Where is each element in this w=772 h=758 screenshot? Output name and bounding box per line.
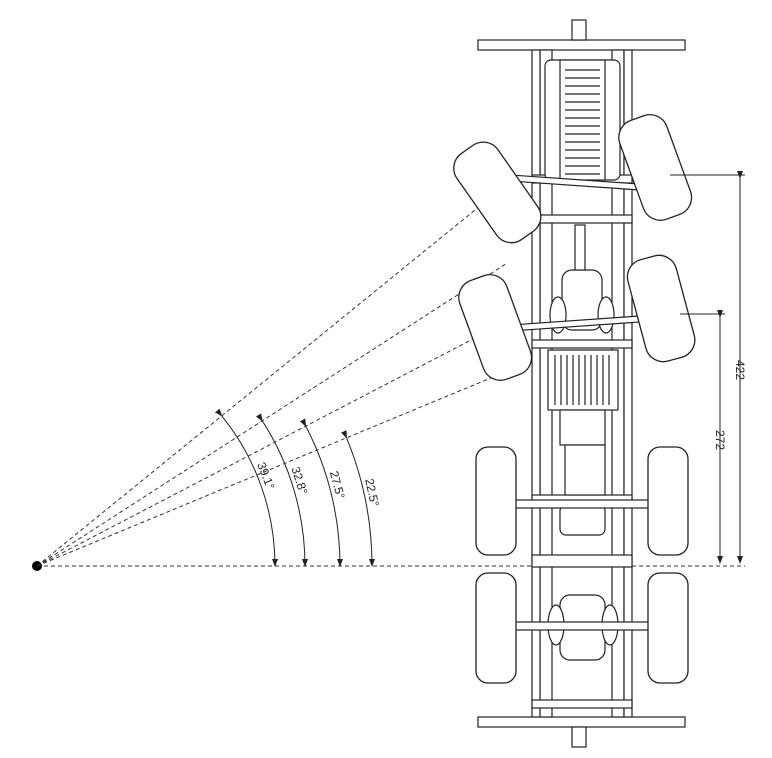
dimension-272: 272 (713, 430, 727, 450)
angle-arc (299, 418, 343, 567)
transmission (547, 349, 619, 411)
rear-right-wheel (647, 572, 689, 684)
angle-arc (214, 408, 278, 567)
angle-label: 22.5° (362, 477, 382, 508)
dimension-422: 422 (733, 360, 747, 380)
steering-ray-line (36, 364, 523, 567)
front-right-wheel (618, 114, 693, 221)
front-tow-hook (571, 19, 587, 41)
steering-ray-line (36, 262, 508, 567)
third-right-wheel (647, 446, 689, 556)
front-left-wheel (453, 141, 542, 244)
front-bumper (477, 39, 686, 51)
third-left-wheel (475, 446, 517, 556)
rear-tow-hook (571, 726, 587, 748)
chassis (477, 19, 686, 748)
dimension-lines (670, 171, 745, 564)
second-left-wheel (458, 274, 533, 381)
rear-bumper (477, 716, 686, 728)
steering-ray-line (36, 330, 490, 567)
rear-left-wheel (475, 572, 517, 684)
servo-box (564, 444, 606, 496)
wheels (453, 114, 696, 684)
angle-arc (341, 430, 375, 567)
middle-differential (559, 504, 606, 536)
angle-label: 27.5° (327, 469, 348, 500)
steering-ray-line (36, 184, 507, 567)
second-right-wheel (626, 254, 696, 363)
